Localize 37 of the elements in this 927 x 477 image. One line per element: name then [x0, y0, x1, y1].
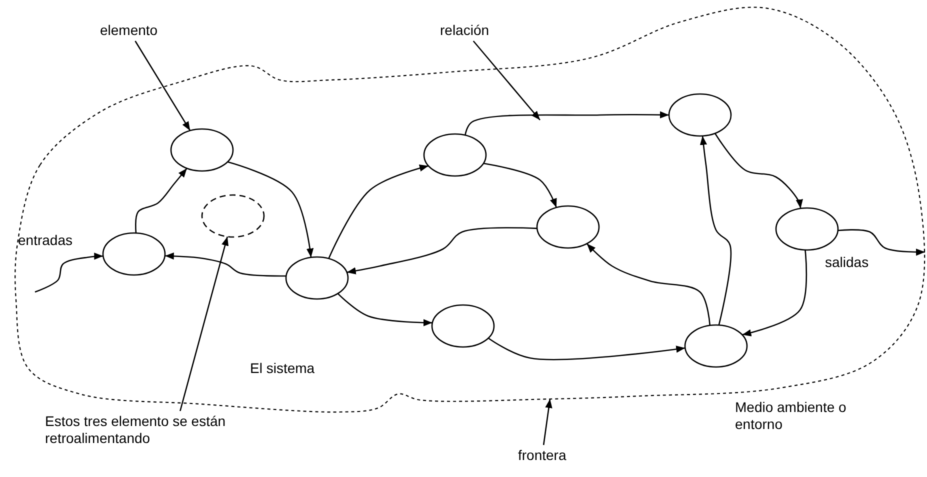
element-ellipse [536, 205, 600, 249]
connector-arrow [586, 243, 711, 326]
connector-arrow [227, 161, 314, 258]
boundary-label: frontera [518, 447, 566, 464]
leader-arrow [542, 398, 552, 446]
callout-text: Estos tres elemento se están retroalimentando [45, 413, 305, 447]
connector-arrow [838, 229, 925, 256]
environment-label: Medio ambiente o entorno [735, 399, 848, 433]
element-ellipse [102, 232, 166, 276]
connector-arrow [488, 338, 686, 360]
element-ellipse [170, 128, 234, 172]
leader-arrow [472, 40, 540, 120]
connector-arrow [328, 164, 429, 259]
flow-label: salidas [825, 254, 869, 271]
connector-arrow [714, 133, 803, 209]
element-ellipse [684, 324, 748, 368]
element-ellipse [775, 207, 839, 251]
callout-text: elemento [100, 22, 158, 39]
connector-arrow [34, 252, 104, 293]
leader-arrow [134, 40, 191, 131]
system-label: El sistema [250, 360, 315, 377]
connector-arrow [135, 168, 188, 234]
leader-arrow [180, 236, 229, 412]
callout-text: relación [440, 22, 490, 39]
connector-arrow [700, 136, 732, 326]
connector-arrow [346, 227, 538, 274]
connector-arrow [742, 250, 808, 336]
connector-arrow [337, 293, 432, 326]
element-ellipse [668, 93, 732, 137]
dashed-element-ellipse [201, 194, 265, 238]
element-ellipse [423, 133, 487, 177]
connector-arrow [483, 162, 557, 208]
flow-label: entradas [18, 232, 72, 249]
element-ellipse [285, 256, 349, 300]
element-ellipse [431, 304, 495, 348]
connector-arrow [464, 111, 670, 136]
connector-arrow [164, 252, 286, 277]
